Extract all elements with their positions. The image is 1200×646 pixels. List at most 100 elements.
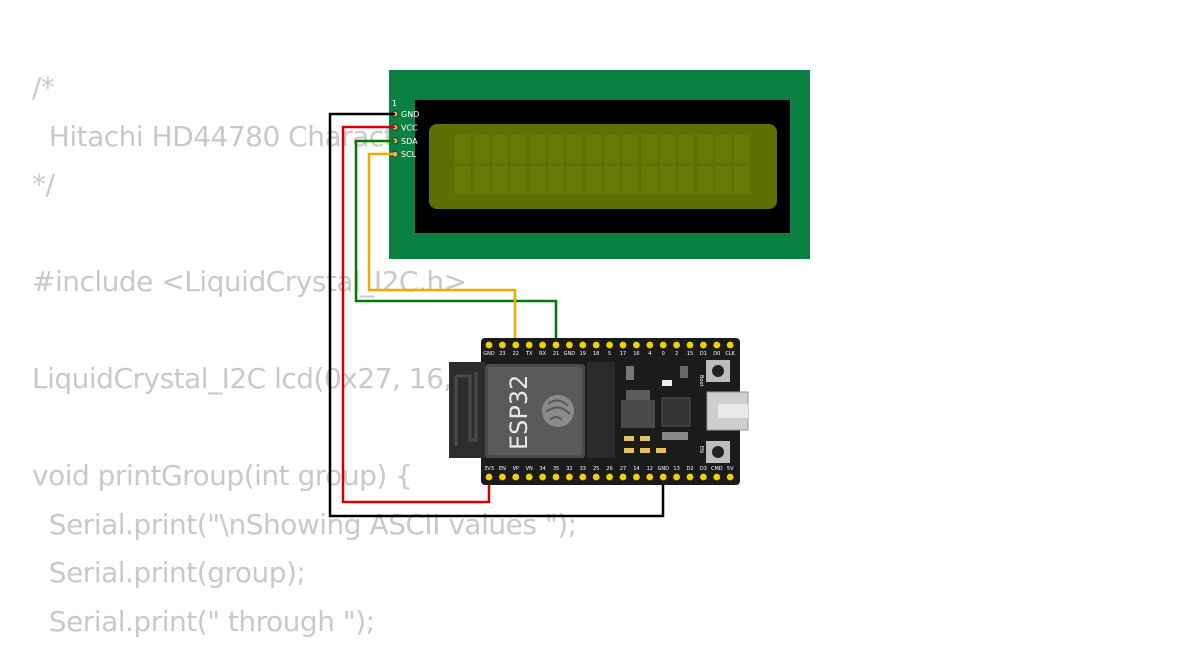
usb-opening (718, 404, 748, 418)
esp32-pin-label: EN (499, 466, 506, 472)
esp32-pin-label: D1 (700, 351, 707, 357)
esp32-pin[interactable] (727, 474, 734, 481)
esp32-pin[interactable] (566, 342, 573, 349)
esp32-pin[interactable] (727, 342, 734, 349)
lcd-char-cell (492, 135, 508, 163)
esp32-pin[interactable] (646, 342, 653, 349)
esp32-pin-label: 35 (553, 466, 559, 472)
esp32-pin-label: GND (564, 351, 576, 357)
esp32-pin[interactable] (566, 474, 573, 481)
lcd-char-cell (622, 166, 638, 194)
lcd-char-cell (678, 166, 694, 194)
esp32-pin[interactable] (700, 474, 707, 481)
lcd-char-cell (511, 166, 527, 194)
esp32-pin[interactable] (499, 474, 506, 481)
lcd-char-cell (715, 166, 731, 194)
lcd-char-cell (455, 135, 471, 163)
boot-button-cap (712, 365, 724, 377)
esp32-pin[interactable] (620, 474, 627, 481)
en-button-cap (712, 446, 724, 458)
esp32-pin[interactable] (687, 342, 694, 349)
esp32-pin-label: 27 (620, 466, 626, 472)
lcd-pin-label: VCC (401, 123, 418, 132)
lcd-char-cell (474, 135, 490, 163)
module-edge (587, 362, 615, 458)
lcd-char-cell (641, 166, 657, 194)
esp32-pin[interactable] (526, 474, 533, 481)
esp32-devkit[interactable]: ESP32 Boot EN (449, 338, 748, 485)
lcd-pin-label: SDA (401, 137, 418, 146)
esp32-pin-label: 19 (580, 351, 586, 357)
esp32-pin[interactable] (687, 474, 694, 481)
lcd-char-cell (474, 166, 490, 194)
esp32-pin[interactable] (512, 474, 519, 481)
esp32-pin-label: VP (513, 466, 519, 472)
esp32-pin[interactable] (526, 342, 533, 349)
lcd-char-cell (697, 166, 713, 194)
esp32-pin-label: VN (526, 466, 533, 472)
lcd-char-cell (548, 135, 564, 163)
esp32-pin[interactable] (700, 342, 707, 349)
lcd-pin-label: SCL (401, 150, 417, 159)
esp32-pin[interactable] (633, 342, 640, 349)
esp32-pin-label: 16 (633, 351, 639, 357)
lcd-char-cell (641, 135, 657, 163)
lcd-char-cell (585, 135, 601, 163)
esp32-pin[interactable] (660, 342, 667, 349)
esp32-pin-label: GND (483, 351, 495, 357)
esp32-pin[interactable] (606, 342, 613, 349)
esp32-pin[interactable] (660, 474, 667, 481)
esp32-pin-label: D3 (700, 466, 707, 472)
esp32-pin-label: 25 (593, 466, 599, 472)
esp32-pin[interactable] (593, 474, 600, 481)
esp32-pin-label: 5V (727, 466, 734, 472)
esp32-pin-label: 2 (675, 351, 678, 357)
lcd-char-cell (529, 135, 545, 163)
esp32-pin[interactable] (553, 474, 560, 481)
esp32-pin[interactable] (713, 474, 720, 481)
esp32-pin-label: 12 (647, 466, 653, 472)
esp32-pin-label: 26 (606, 466, 612, 472)
lcd-char-cell (715, 135, 731, 163)
lcd-char-cell (529, 166, 545, 194)
lcd-char-cell (622, 135, 638, 163)
esp32-pin[interactable] (593, 342, 600, 349)
lcd-char-cell (734, 135, 750, 163)
esp32-pin-label: CMD (711, 466, 723, 472)
esp32-pin[interactable] (646, 474, 653, 481)
esp32-pin[interactable] (579, 474, 586, 481)
espressif-logo-icon (542, 395, 574, 427)
esp32-pin-label: TX (525, 351, 533, 357)
esp32-pin[interactable] (673, 474, 680, 481)
esp32-pin[interactable] (606, 474, 613, 481)
esp32-pin[interactable] (512, 342, 519, 349)
lcd-char-cell (604, 135, 620, 163)
esp32-pin[interactable] (673, 342, 680, 349)
usb-uart-chip (662, 398, 690, 426)
esp32-pin-label: D0 (713, 351, 720, 357)
lcd-char-cell (660, 166, 676, 194)
esp32-pin[interactable] (633, 474, 640, 481)
esp32-pin-label: 4 (648, 351, 651, 357)
lcd-pin-label: GND (401, 110, 419, 119)
esp32-pin[interactable] (486, 342, 493, 349)
lcd-char-cell (567, 166, 583, 194)
esp32-pin[interactable] (499, 342, 506, 349)
esp32-pin-label: 3V3 (484, 466, 494, 472)
lcd-char-cell (604, 166, 620, 194)
esp32-module-label: ESP32 (505, 375, 533, 450)
esp32-pin[interactable] (579, 342, 586, 349)
esp32-pin-label: 33 (580, 466, 586, 472)
esp32-pin-label: 32 (566, 466, 572, 472)
voltage-regulator (621, 400, 655, 428)
esp32-pin[interactable] (539, 474, 546, 481)
esp32-pin[interactable] (486, 474, 493, 481)
lcd-char-cell (734, 166, 750, 194)
esp32-pin[interactable] (553, 342, 560, 349)
esp32-pin[interactable] (539, 342, 546, 349)
esp32-pin[interactable] (713, 342, 720, 349)
esp32-pin[interactable] (620, 342, 627, 349)
esp32-pin-label: GND (657, 466, 669, 472)
